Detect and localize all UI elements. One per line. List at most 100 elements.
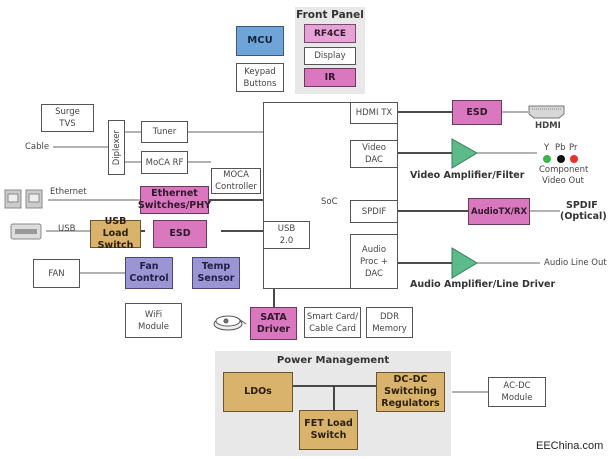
acdc-label-2: Module [501,393,533,403]
video-amplifier-icon [451,138,478,169]
diplexer-block: Diplexer [108,120,125,175]
audio-txrx-label: AudioTX/RX [470,206,528,217]
wifi-label-2: Module [138,321,169,332]
ldos-block: LDOs [223,372,293,412]
hdmi-tx-label: HDMI TX [355,108,393,118]
surge-label-2: TVS [59,119,76,129]
temp-sensor-label-1: Temp [201,261,231,272]
display-label: Display [314,51,346,61]
rf4ce-block: RF4CE [304,24,356,43]
usb-load-label-2: Switch [97,240,134,251]
sata-label-1: SATA [260,311,287,323]
pb-dot-icon [557,155,565,163]
mcu-block: MCU [236,26,284,56]
rf4ce-label: RF4CE [313,28,347,39]
smart-card-label-1: Smart Card/ [306,311,359,322]
usb-connector-icon [10,223,42,240]
mcu-label: MCU [247,35,273,46]
smart-card-block: Smart Card/Cable Card [304,307,361,338]
pr-dot-icon [570,155,578,163]
front-panel-title: Front Panel [296,9,364,21]
moca-ctrl-label-2: Controller [215,182,257,192]
tuner-block: Tuner [141,121,188,143]
hdmi-tx-block: HDMI TX [350,102,398,124]
video-dac-label-1: Video [362,143,386,153]
keypad-label-2: Buttons [243,78,277,89]
dcdc-label-1: DC-DC [393,374,428,385]
usb2-label-1: USB [277,224,296,234]
display-block: Display [304,47,356,65]
usb-label: USB [58,224,76,234]
ddr-label-1: DDR [379,311,399,322]
ddr-label-2: Memory [372,323,407,334]
video-dac-label-2: DAC [364,155,383,165]
audio-dac-label-2: Proc + [360,256,388,267]
watermark: EEChina.com [536,440,604,452]
pb-label: Pb [555,143,566,153]
hdmi-connector-icon [528,105,565,119]
cable-label: Cable [25,142,50,152]
audio-amplifier-icon [451,247,478,279]
audio-line-out-label: Audio Line Out [544,258,607,268]
temp-sensor-label-2: Sensor [197,273,235,284]
sata-label-2: Driver [256,323,291,335]
fan-block: FAN [33,259,80,288]
acdc-label-1: AC-DC [503,381,531,391]
usb2-label-2: 2.0 [279,236,294,246]
component-label-2: Video Out [542,176,584,186]
eth-switch-label-1: Ethernet [151,188,198,199]
ethernet-jack-icon [4,189,43,209]
esd-usb-label: ESD [169,228,191,239]
moca-rf-label: MoCA RF [145,157,184,168]
spdif-optical-label-2: (Optical) [560,211,607,222]
wifi-label-1: WiFi [144,309,163,320]
fan-label: FAN [48,268,65,279]
audio-dac-label-1: Audio [361,244,387,255]
fan-control-label-1: Fan [139,261,159,272]
fet-label-2: Switch [310,430,347,441]
y-dot-icon [543,155,551,163]
component-label-1: Component [539,165,589,175]
ldos-label: LDOs [244,386,272,397]
fet-label-1: FET Load [304,418,353,429]
esd-hdmi-label: ESD [466,106,488,118]
dcdc-label-3: Regulators [381,398,440,409]
y-label: Y [544,143,550,153]
dcdc-label-2: Switching [384,386,437,397]
audio-txrx-block: AudioTX/RX [468,198,530,225]
spdif-optical-label-1: SPDIF [566,200,598,211]
spdif-label: SPDIF [361,206,387,217]
eth-switch-label-2: Switches/PHY [137,200,212,211]
audio-amp-label: Audio Amplifier/Line Driver [410,279,556,290]
audio-dac-label-3: DAC [364,268,383,279]
power-management-title: Power Management [276,355,390,366]
spdif-block: SPDIF [350,200,398,223]
smart-card-label-2: Cable Card [309,323,356,334]
acdc-module-block: AC-DC Module [488,377,546,407]
fan-control-label-2: Control [129,273,169,284]
surge-label-1: Surge [55,107,80,117]
diplexer-label: Diplexer [111,129,122,166]
usb2-block: USB 2.0 [263,221,310,249]
tuner-label: Tuner [152,127,177,137]
esd-usb-block: ESD [153,220,207,248]
usb-load-label-1: USB Load [102,216,129,239]
ir-label: IR [324,71,336,83]
hard-disk-icon [213,315,247,331]
ethernet-label: Ethernet [50,187,87,197]
esd-hdmi-block: ESD [452,100,502,125]
moca-rf-block: MoCA RF [141,151,188,174]
